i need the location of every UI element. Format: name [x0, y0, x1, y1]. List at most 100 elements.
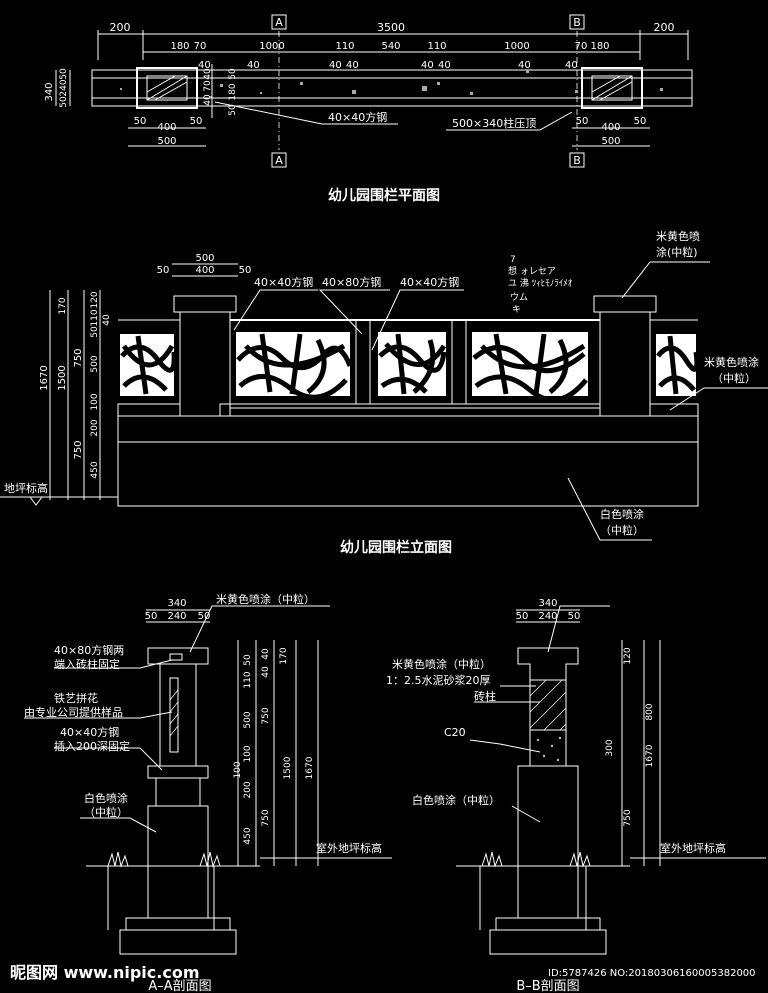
dim-text: 40 [198, 60, 211, 71]
dim-text: 110 [243, 671, 253, 688]
leader [214, 101, 398, 125]
label-paint-top: 米黄色喷 [656, 229, 700, 243]
dim-text: 50 [59, 96, 69, 108]
section-mark-a-bottom: A [275, 154, 283, 167]
label-paint-white-a: 白色喷涂 [84, 791, 128, 805]
plan-specks [120, 70, 663, 98]
dim-text: 750 [623, 809, 633, 826]
cap-section-a [147, 647, 209, 665]
dim-text: 50 [568, 611, 581, 622]
ornament-panel [120, 332, 700, 403]
dim-text: 1670 [645, 744, 655, 767]
label-c20-b: C20 [444, 726, 466, 739]
dim-text: 200 [90, 419, 100, 436]
base-section-b [517, 765, 579, 919]
dim-text: 40 [518, 60, 531, 71]
dim-text: 50 [157, 265, 170, 276]
svg-text:ウム: ウム [510, 292, 528, 303]
section-mark-box [271, 152, 287, 168]
dim-text: 750 [73, 348, 84, 367]
dim-text: 1000 [504, 41, 529, 52]
label-steel-80-a: 端入砖柱固定 [54, 657, 120, 671]
label-paint-white-b: 白色喷涂（中粒） [412, 793, 500, 807]
fence-base-wall [117, 415, 699, 507]
label-steel-plan: 40×40方钢 [328, 110, 387, 124]
section-mark-box [271, 14, 287, 30]
dim-text: 40 [346, 60, 359, 71]
dim-text: 240 [59, 79, 69, 96]
section-a-title: A–A剖面图 [148, 979, 211, 993]
dim-text: 50 [243, 654, 253, 666]
base-section-a [147, 805, 209, 919]
dim-text: 400 [195, 265, 214, 276]
dim-text: 500 [157, 136, 176, 147]
dim-text: 1670 [305, 756, 315, 779]
label-steel-c: 40×40方钢 [400, 275, 459, 289]
dim-text: 100 [243, 745, 253, 762]
dim-text: 120 [623, 647, 633, 664]
dim-text: 200 [110, 21, 131, 34]
dim-text: 500 [90, 355, 100, 372]
section-mark-box [569, 152, 585, 168]
section-mark-a-top: A [275, 16, 283, 29]
dim-text: 180 [170, 41, 189, 52]
column-cap-right [593, 295, 657, 313]
dim-text: 50 [90, 326, 100, 338]
dim-text: 50 [228, 104, 238, 116]
dim-text: 40 [261, 666, 271, 678]
dim-text: 800 [645, 703, 655, 720]
section-b: 340 50 240 50 米黄色喷涂（中粒） 1：2.5水泥砂浆20厚 砖柱 … [386, 598, 766, 993]
plan-view: A B A B 200 3500 200 180 70 1000 110 540… [44, 14, 693, 204]
section-a: 340 50 240 50 米黄色喷涂（中粒） 40×80方钢两 端入砖柱固定 … [24, 592, 392, 993]
column-right [599, 311, 651, 417]
svg-text:7: 7 [510, 255, 516, 265]
fence-post [355, 319, 371, 405]
label-ground-a: 室外地坪标高 [316, 841, 382, 855]
dim-text: 750 [73, 440, 84, 459]
dim-text: 750 [261, 707, 271, 724]
footing-b [489, 929, 607, 955]
section-mark-b-top: B [573, 16, 581, 29]
dim-text: 1000 [259, 41, 284, 52]
dim-text: 40 [203, 94, 213, 106]
label-steel-a: 40×40方钢 [254, 275, 313, 289]
dim-text: 50 [190, 116, 203, 127]
label-steel-b: 40×80方钢 [322, 275, 381, 289]
dim-text: 50 [198, 611, 211, 622]
label-paint-right: 米黄色喷涂 [704, 355, 759, 369]
label-paint-bottom: 白色喷涂 [600, 507, 644, 521]
dim-text: 500 [243, 711, 253, 728]
label-paint-top: 涂(中粒) [656, 245, 698, 259]
dim-text: 50 [145, 611, 158, 622]
concrete-b [529, 729, 567, 767]
section-mark-box [569, 14, 585, 30]
column-plan-left [136, 67, 198, 109]
label-paint-top-a: 米黄色喷涂（中粒） [216, 592, 315, 606]
dim-text: 50 [239, 265, 252, 276]
label-steel-40-a: 插入200深固定 [54, 739, 130, 753]
footing-a [119, 929, 237, 955]
column-plan-right [581, 67, 643, 109]
dim-text: 340 [167, 598, 186, 609]
dim-text: 50 [134, 116, 147, 127]
dim-text: 500 [195, 253, 214, 264]
label-ground-b: 室外地坪标高 [660, 841, 726, 855]
dim-text: 300 [605, 739, 615, 756]
svg-text:想 ォレセア: 想 ォレセア [508, 265, 556, 277]
dim-text: 100 [233, 761, 243, 778]
dim-text: 40 [102, 314, 112, 326]
elevation-title: 幼儿园围栏立面图 [340, 539, 452, 556]
dim-text: 450 [90, 461, 100, 478]
dim-text: 100 [90, 393, 100, 410]
dim-text: 40 [421, 60, 434, 71]
image-id-text: ID:5787426 NO:20180306160005382000 [548, 968, 756, 979]
dim-text: 50 [228, 68, 238, 80]
label-mortar-b: 1：2.5水泥砂浆20厚 [386, 673, 491, 687]
label-steel-40-a: 40×40方钢 [60, 725, 119, 739]
svg-text:キ: キ [512, 305, 521, 315]
dim-text: 200 [243, 781, 253, 798]
dim-text: 40 [329, 60, 342, 71]
section-b-title: B–B剖面图 [516, 979, 579, 993]
dim-text: 40 [565, 60, 578, 71]
